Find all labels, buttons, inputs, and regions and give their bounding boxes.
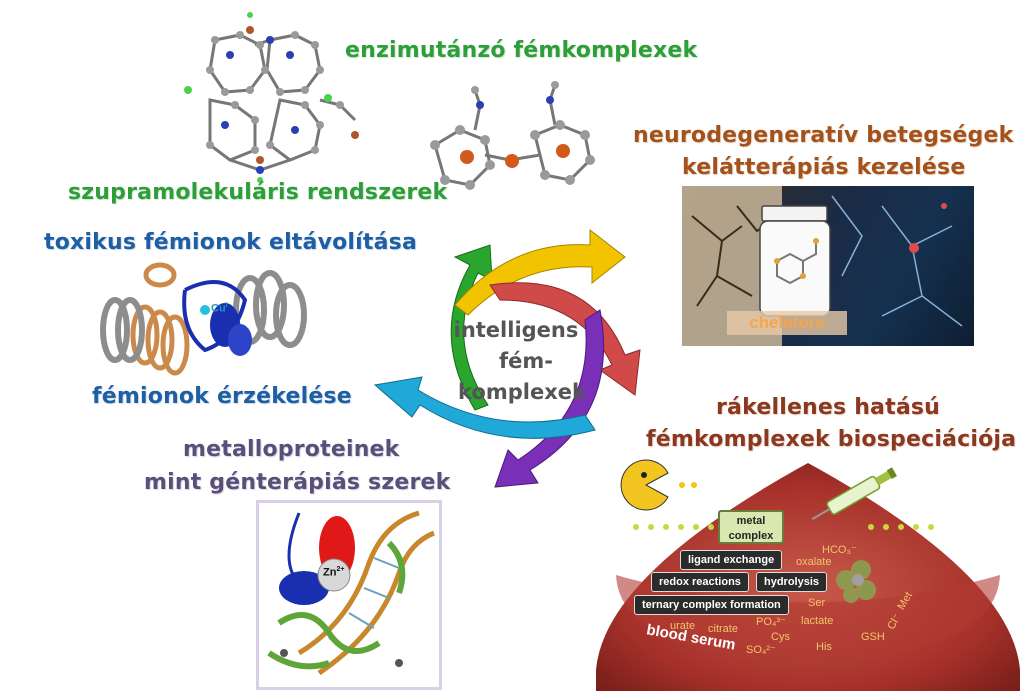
his-label: His xyxy=(816,641,832,653)
purple-arrow xyxy=(494,309,605,488)
center-line3: komplexek xyxy=(458,380,586,404)
neuro-chelators-image: chelators xyxy=(682,186,974,346)
urate-label: urate xyxy=(670,620,696,632)
ligand-exchange-box: ligand exchange xyxy=(680,550,783,570)
hco3-label: HCO₃⁻ xyxy=(822,544,857,556)
blood-serum-image: metal complex ligand exchange redox reac… xyxy=(596,455,1020,691)
green-arrow xyxy=(450,244,493,411)
ternary-complex-box: ternary complex formation xyxy=(634,595,789,615)
label-anticancer-line1: rákellenes hatású xyxy=(716,395,941,420)
hydrolysis-box: hydrolysis xyxy=(756,572,828,592)
label-neuro-line2: kelátterápiás kezelése xyxy=(682,155,966,180)
metal-complex-box: metal complex xyxy=(718,510,784,544)
oxalate-label: oxalate xyxy=(796,556,832,568)
cyan-arrow xyxy=(373,376,596,439)
center-line1: intelligens xyxy=(453,318,579,342)
metal-complex-line1: metal xyxy=(736,515,766,527)
label-enzyme-mimics: enzimutánzó fémkomplexek xyxy=(345,38,698,63)
po4-label: PO₄³⁻ xyxy=(756,616,786,628)
citrate-label: citrate xyxy=(708,623,738,635)
red-arrow xyxy=(489,282,641,396)
redox-reactions-box: redox reactions xyxy=(651,572,749,592)
label-anticancer-line2: fémkomplexek biospeciációja xyxy=(646,427,1017,452)
gsh-label: GSH xyxy=(861,631,885,643)
zinc-dna-image: Zn2+ xyxy=(256,500,442,690)
cu-protein-image: CuI xyxy=(85,260,325,380)
cu-ion-label: CuI xyxy=(211,302,228,315)
chelators-label: chelators xyxy=(749,313,825,332)
zn-ion-label: Zn2+ xyxy=(323,566,345,579)
ser-label: Ser xyxy=(808,597,826,609)
so4-label: SO₄²⁻ xyxy=(746,644,776,656)
label-neuro-line1: neurodegeneratív betegségek xyxy=(633,123,1014,148)
supramolecular-structure-image xyxy=(184,12,359,183)
label-metalloproteins-line1: metalloproteinek xyxy=(183,437,400,462)
label-metal-sensing: fémionok érzékelése xyxy=(92,384,352,409)
label-metalloproteins-line2: mint génterápiás szerek xyxy=(144,470,451,495)
label-supramolecular: szupramolekuláris rendszerek xyxy=(68,180,448,205)
label-toxic-removal: toxikus fémionok eltávolítása xyxy=(44,230,418,255)
metal-complex-line2: complex xyxy=(728,530,774,542)
lactate-label: lactate xyxy=(801,615,834,627)
cycle-arrows xyxy=(373,228,641,488)
center-line2: fém- xyxy=(499,349,553,373)
enzyme-mimic-structure-image xyxy=(430,81,595,190)
cys-label: Cys xyxy=(771,631,790,643)
